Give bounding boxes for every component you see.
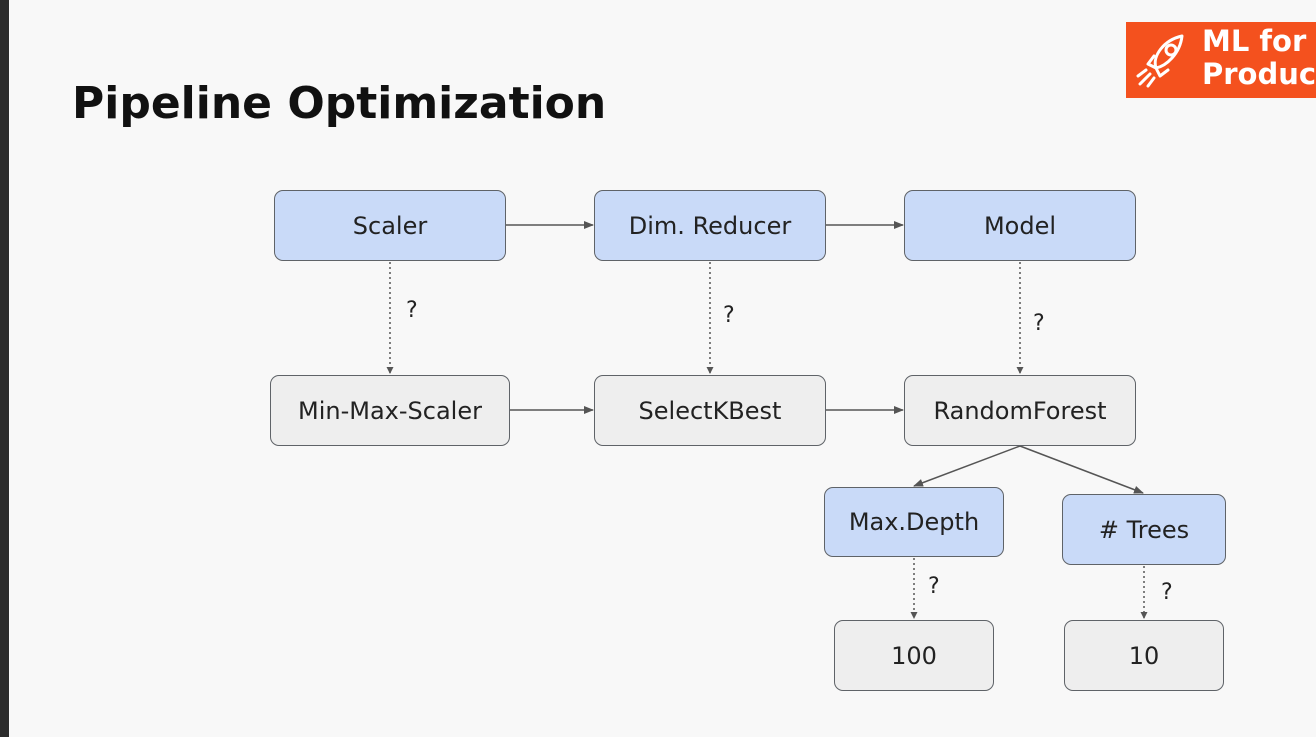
choice-node-selectkbest: SelectKBest [594, 375, 826, 446]
choice-node-randomforest: RandomForest [904, 375, 1136, 446]
arrow-randomforest-to-max-depth [913, 445, 1021, 487]
question-mark-trees: ? [1161, 580, 1173, 605]
hyperparam-node-trees: # Trees [1062, 494, 1226, 565]
stage-node-model: Model [904, 190, 1136, 261]
arrow-randomforest-to-trees [1019, 445, 1144, 494]
logo-text: ML for Produc [1202, 25, 1316, 91]
choice-node-min-max-scaler: Min-Max-Scaler [270, 375, 510, 446]
slide-title: Pipeline Optimization [72, 78, 607, 129]
value-node-100: 100 [834, 620, 994, 691]
logo-text-line-2: Produc [1202, 57, 1316, 91]
ml-for-production-logo: ML for Produc [1126, 22, 1316, 98]
value-node-10: 10 [1064, 620, 1224, 691]
logo-text-line-1: ML for [1202, 24, 1307, 58]
rocket-icon [1136, 34, 1184, 88]
question-mark-model: ? [1033, 311, 1045, 336]
stage-node-scaler: Scaler [274, 190, 506, 261]
question-mark-max-depth: ? [928, 574, 940, 599]
window-edge [0, 0, 9, 737]
question-mark-scaler: ? [406, 298, 418, 323]
stage-node-dim-reducer: Dim. Reducer [594, 190, 826, 261]
hyperparam-node-max-depth: Max.Depth [824, 487, 1004, 557]
question-mark-dim-reducer: ? [723, 303, 735, 328]
